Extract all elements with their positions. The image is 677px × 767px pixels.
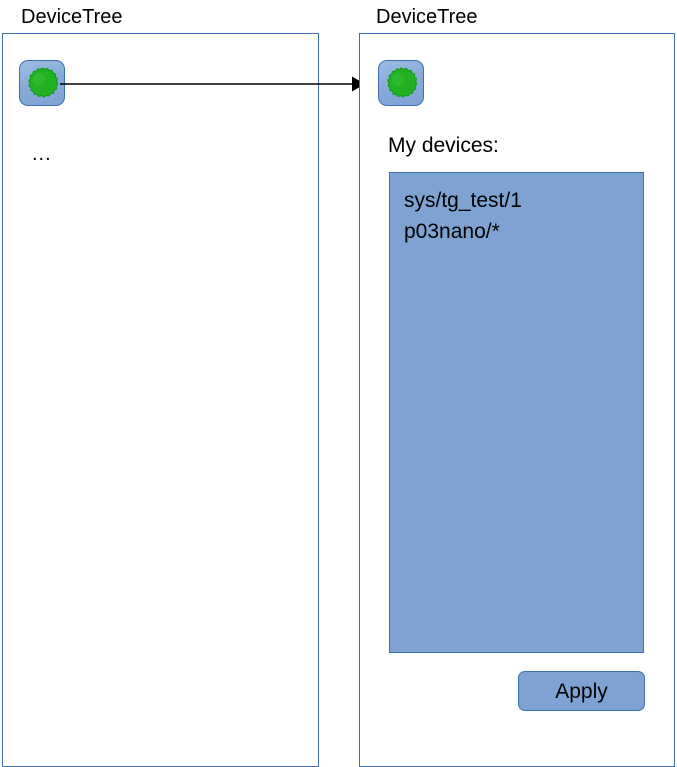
left-device-tree-icon-tile[interactable] bbox=[19, 60, 65, 106]
devices-listbox[interactable]: sys/tg_test/1 p03nano/* bbox=[389, 172, 644, 653]
right-panel-title: DeviceTree bbox=[376, 6, 478, 28]
left-panel bbox=[2, 33, 319, 767]
list-item[interactable]: p03nano/* bbox=[404, 220, 500, 243]
my-devices-label: My devices: bbox=[388, 134, 499, 157]
list-item[interactable]: sys/tg_test/1 bbox=[404, 189, 522, 212]
right-device-tree-icon-tile[interactable] bbox=[378, 60, 424, 106]
gear-icon bbox=[28, 67, 58, 98]
apply-button-label: Apply bbox=[555, 679, 608, 703]
left-panel-ellipsis: ... bbox=[32, 143, 52, 165]
left-panel-title: DeviceTree bbox=[21, 6, 123, 28]
apply-button[interactable]: Apply bbox=[518, 671, 645, 711]
arrow-connector bbox=[60, 76, 365, 92]
gear-icon bbox=[387, 67, 417, 98]
